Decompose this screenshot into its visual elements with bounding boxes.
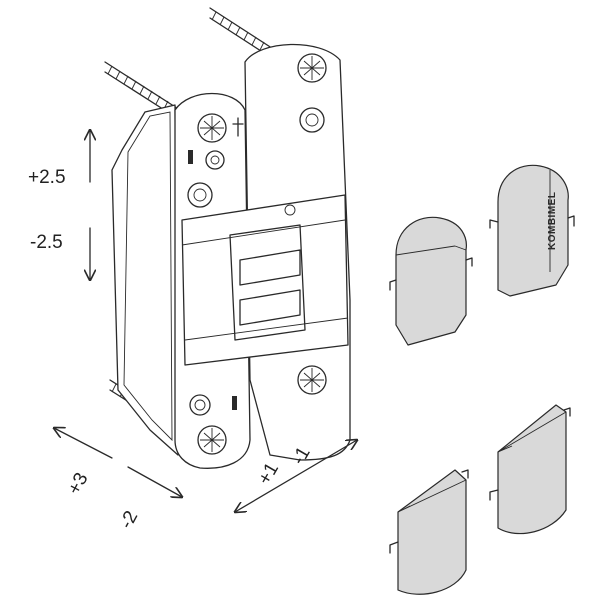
side-plus-label: +1 (254, 459, 283, 488)
cover-cap (489, 404, 571, 535)
side-adjustment: +1 -1 (235, 440, 357, 512)
cover-cap: KOMBIMEL (489, 164, 575, 297)
cover-cap (389, 469, 469, 595)
arrow-depth-minus-icon (127, 466, 182, 497)
depth-adjustment: +3 -2 (54, 428, 182, 532)
vertical-adjustment: +2.5 -2.5 (28, 130, 90, 280)
screw-hole-icon (197, 425, 227, 455)
vertical-plus-label: +2.5 (28, 167, 66, 188)
vertical-minus-label: -2.5 (30, 232, 63, 253)
brand-mark: KOMBIMEL (547, 192, 558, 250)
screw-hole-icon (297, 53, 327, 83)
arrow-side-icon (235, 440, 357, 512)
hinge-housing (111, 104, 179, 456)
cover-caps: KOMBIMEL (389, 164, 575, 595)
hinge-arm-mechanism (181, 194, 349, 366)
screw-hole-icon (297, 365, 327, 395)
depth-plus-label: +3 (64, 469, 93, 498)
depth-minus-label: -2 (116, 508, 142, 533)
screw-hole-icon (197, 113, 227, 143)
concealed-hinge (104, 7, 351, 469)
cover-cap (389, 216, 473, 346)
indicator-marks (188, 117, 244, 410)
arrow-depth-plus-icon (54, 428, 113, 459)
